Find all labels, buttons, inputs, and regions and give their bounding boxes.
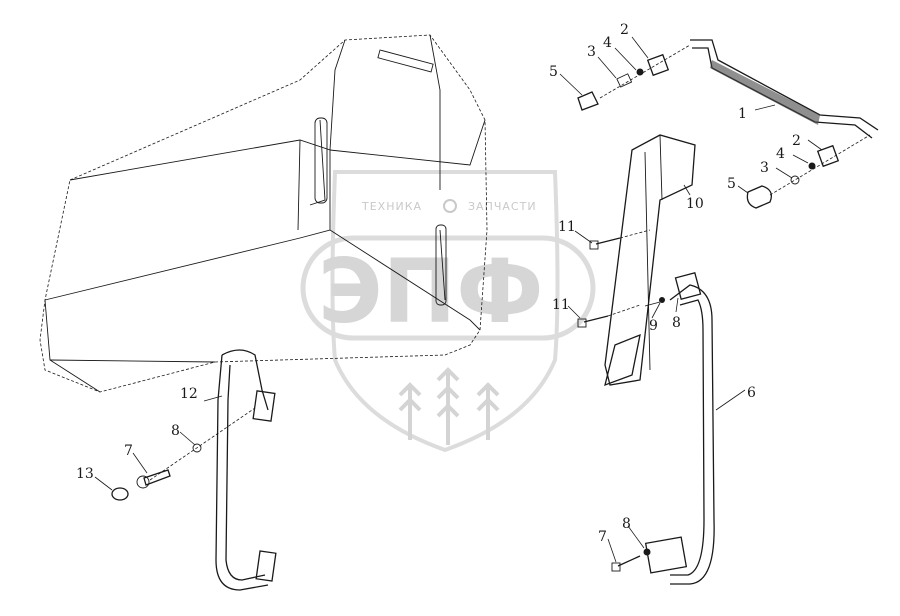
label-part-7-lower: 7 — [598, 529, 607, 545]
label-part-1: 1 — [738, 106, 747, 122]
watermark-text-right: ЗАПЧАСТИ — [468, 200, 537, 213]
fastener-set-upper — [577, 44, 691, 111]
label-part-4-right: 4 — [776, 146, 785, 162]
bolts — [577, 229, 651, 328]
label-part-7-left: 7 — [124, 443, 133, 459]
gear-icon — [443, 199, 457, 213]
label-part-2-upper: 2 — [620, 22, 629, 38]
label-part-4-upper: 4 — [603, 35, 612, 51]
cab-body — [39, 34, 488, 393]
handrail-bar — [690, 39, 879, 139]
label-part-10: 10 — [686, 196, 704, 212]
watermark-band — [300, 235, 596, 341]
watermark-shield — [330, 170, 560, 453]
handrail-left — [149, 349, 277, 591]
label-part-5-upper: 5 — [549, 64, 558, 80]
watermark-text-left: ТЕХНИКА — [361, 200, 422, 213]
label-part-8-right: 8 — [672, 315, 681, 331]
leader-lines — [94, 36, 823, 563]
label-part-11-upper: 11 — [558, 219, 576, 235]
part-labels: 1 2 2 3 3 4 4 5 5 6 7 7 8 8 8 9 10 11 11… — [76, 22, 801, 545]
label-part-8-left: 8 — [171, 423, 180, 439]
handrail-right — [644, 271, 715, 585]
label-part-3-upper: 3 — [587, 44, 596, 60]
label-part-6: 6 — [747, 385, 756, 401]
fastener-set-right — [746, 134, 871, 209]
label-part-2-right: 2 — [792, 133, 801, 149]
label-part-9: 9 — [649, 318, 658, 334]
watermark: ТЕХНИКА ЗАПЧАСТИ ЭПФ — [300, 170, 596, 453]
watermark-logo: ЭПФ — [318, 240, 544, 343]
fastener-set-lower-right — [611, 548, 651, 572]
label-part-13: 13 — [76, 466, 94, 482]
fastener-set-left — [111, 443, 202, 501]
label-part-11-lower: 11 — [552, 297, 570, 313]
label-part-12: 12 — [180, 386, 198, 402]
label-part-5-right: 5 — [727, 176, 736, 192]
wheat-icon — [398, 367, 500, 445]
label-part-8-lower: 8 — [622, 516, 631, 532]
bracket — [604, 134, 696, 387]
label-part-3-right: 3 — [760, 160, 769, 176]
